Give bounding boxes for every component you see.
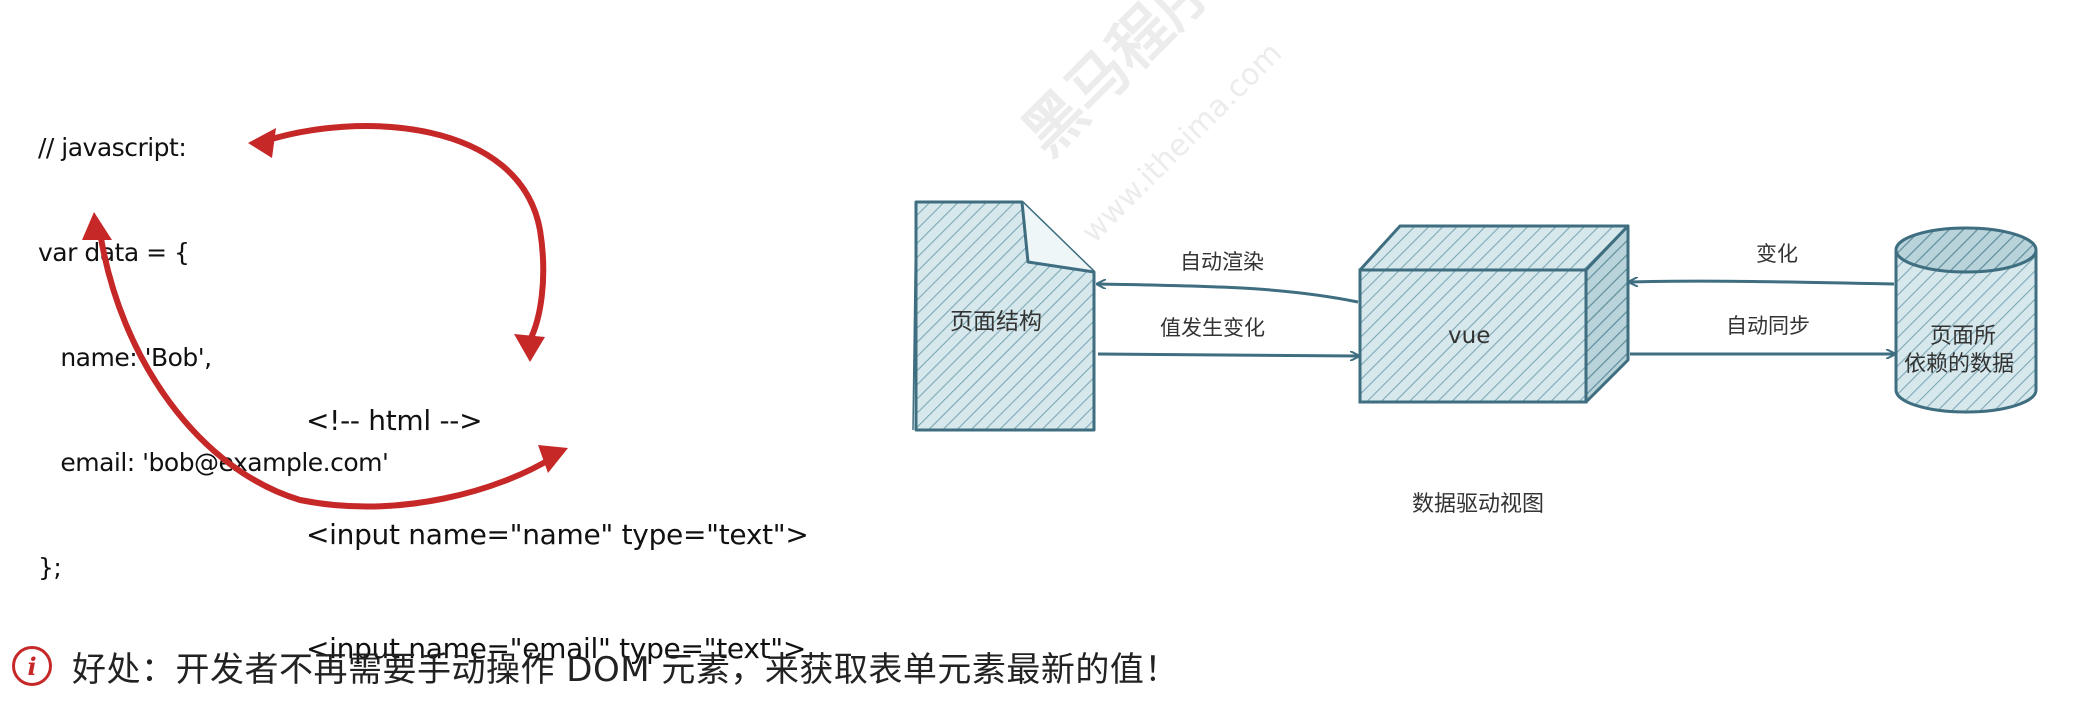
html-code-line: <input name="name" type="text"> [306,518,809,551]
diagram-caption: 数据驱动视图 [1412,492,1545,517]
arrowhead-name-left [248,128,276,158]
arrow-value-change [1097,354,1358,356]
vue-cube-shape [1358,224,1630,404]
diagram-canvas [82,123,2038,510]
arrow-auto-render [1098,284,1359,304]
benefit-note: i 好处：开发者不再需要手动操作 DOM 元素，来获取表单元素最新的值！ [12,644,1179,690]
binding-arrow-name [259,123,547,343]
html-code-line: <input name="email" type="text"> [306,632,807,665]
data-label-line2: 依赖的数据 [1904,352,2015,377]
arrow-change [1630,281,1895,284]
js-code-line: var data = { [38,238,190,267]
auto-render-label: 自动渲染 [1180,250,1264,274]
data-cylinder-shape [1894,226,2038,414]
benefit-note-text: 好处：开发者不再需要手动操作 DOM 元素，来获取表单元素最新的值！ [72,649,1179,690]
data-label-line1: 页面所 [1930,324,1997,349]
html-code-block: <!-- html --> <input name="name" type="t… [306,326,809,706]
page-structure-shape [912,200,1096,432]
info-icon: i [12,646,52,686]
js-code-line: name: 'Bob', [38,343,212,372]
arrowhead-email-top [82,212,112,240]
html-code-line: <!-- html --> [306,404,483,437]
js-code-line: email: 'bob@example.com' [38,448,389,477]
js-code-line: // javascript: [38,133,187,162]
js-code-block: // javascript: var data = { name: 'Bob',… [38,60,389,620]
arrowhead-email-right [538,445,568,473]
value-change-label: 值发生变化 [1160,316,1265,340]
auto-sync-label: 自动同步 [1726,314,1810,338]
page-structure-label: 页面结构 [950,309,1042,335]
binding-arrow-email [97,229,555,510]
change-label: 变化 [1756,242,1798,266]
arrowhead-name-bottom [514,334,545,362]
js-code-line: }; [38,553,62,582]
vue-label: vue [1448,323,1491,349]
